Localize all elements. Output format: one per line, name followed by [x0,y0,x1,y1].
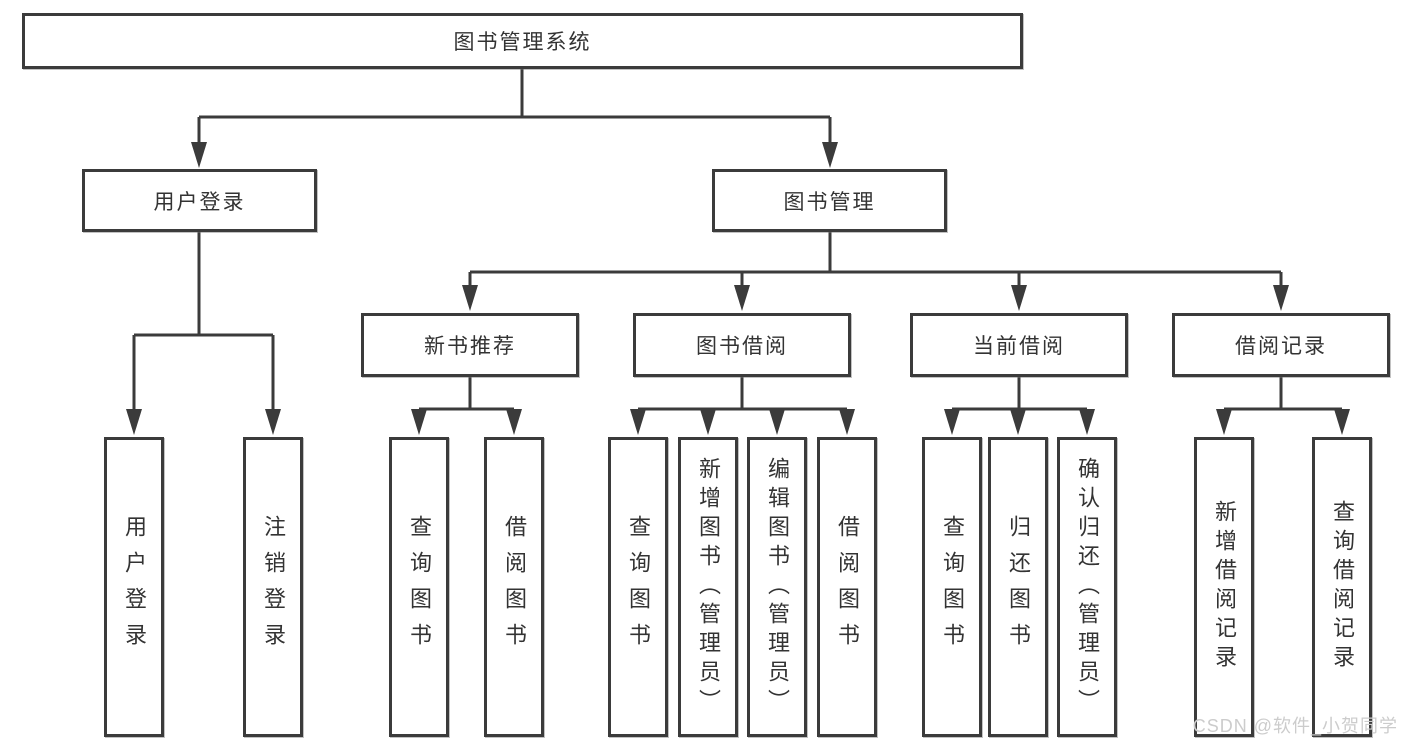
leaf-label: 注销登录 [261,515,286,659]
node-user-login: 用户登录 [82,169,317,232]
leaf-label: 新增借阅记录 [1212,500,1237,674]
node-label: 图书借阅 [696,335,788,358]
node-current-borrowing: 当前借阅 [910,313,1128,377]
leaf-return-books: 归还图书 [988,437,1048,737]
leaf-logout: 注销登录 [243,437,303,737]
node-new-book-recommendation: 新书推荐 [361,313,579,377]
node-label: 图书管理系统 [453,31,592,54]
leaf-query-books-borrowing: 查询图书 [608,437,668,737]
leaf-query-borrow-record: 查询借阅记录 [1312,437,1372,737]
node-label: 当前借阅 [973,335,1065,358]
node-book-borrowing: 图书借阅 [633,313,851,377]
csdn-watermark: CSDN @软件_小贺同学 [1192,716,1398,736]
leaf-label: 用户登录 [122,515,147,659]
leaf-label: 查询图书 [626,515,651,659]
leaf-label: 查询图书 [940,515,965,659]
leaf-label: 确认归还（管理员） [1075,456,1100,718]
leaf-add-borrow-record: 新增借阅记录 [1194,437,1254,737]
leaf-label: 编辑图书（管理员） [765,456,790,718]
leaf-add-book-admin: 新增图书（管理员） [678,437,738,737]
node-label: 借阅记录 [1235,335,1327,358]
node-label: 新书推荐 [424,335,516,358]
node-library-management-system: 图书管理系统 [22,13,1023,69]
leaf-query-books-recommend: 查询图书 [389,437,449,737]
leaf-label: 新增图书（管理员） [696,456,721,718]
leaf-label: 借阅图书 [502,515,527,659]
leaf-user-login: 用户登录 [104,437,164,737]
leaf-label: 借阅图书 [835,515,860,659]
node-label: 用户登录 [153,190,246,214]
node-borrowing-records: 借阅记录 [1172,313,1390,377]
leaf-edit-book-admin: 编辑图书（管理员） [747,437,807,737]
node-label: 图书管理 [783,190,876,214]
leaf-label: 查询图书 [407,515,432,659]
leaf-label: 归还图书 [1006,515,1031,659]
leaf-label: 查询借阅记录 [1330,500,1355,674]
leaf-confirm-return-admin: 确认归还（管理员） [1057,437,1117,737]
leaf-borrow-books-recommend: 借阅图书 [484,437,544,737]
leaf-borrow-books-borrowing: 借阅图书 [817,437,877,737]
leaf-query-books-current: 查询图书 [922,437,982,737]
node-book-management: 图书管理 [712,169,947,232]
